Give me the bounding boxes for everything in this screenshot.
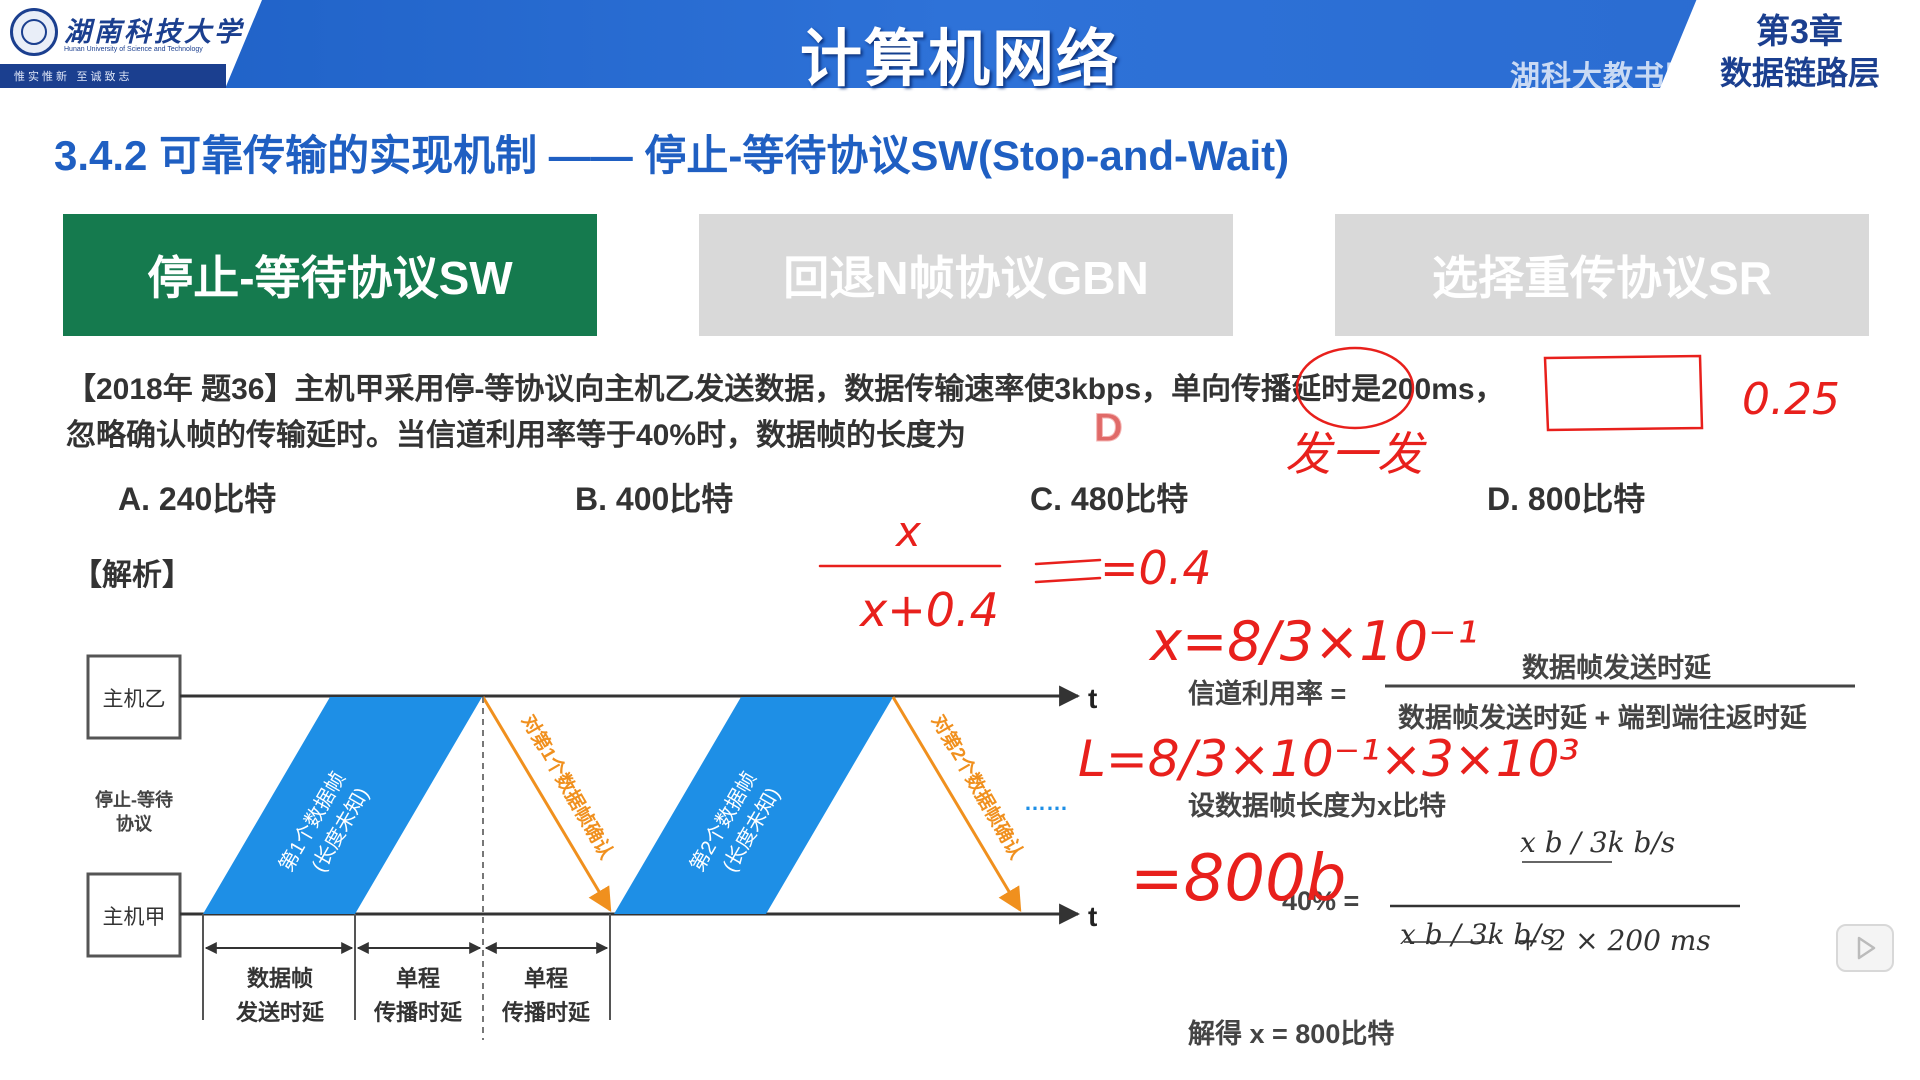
t-label-bottom: t (1088, 901, 1097, 932)
host-b-label: 主机乙 (103, 688, 166, 711)
utilization-denominator: 数据帧发送时延 + 端到端往返时延 (1398, 703, 1807, 733)
dim3-label-line1: 单程 (524, 966, 568, 991)
header-bar (0, 0, 1920, 88)
dim1-label-line2: 发送时延 (235, 1000, 325, 1025)
assume-x-text: 设数据帧长度为x比特 (1188, 791, 1447, 821)
chapter-block (1660, 0, 1920, 88)
dim2-label-line1: 单程 (396, 966, 440, 991)
option-c: C. 480比特 (1030, 481, 1189, 517)
continuation-ellipsis: …… (1024, 790, 1068, 815)
ink-eq1-denominator: x+0.4 (858, 583, 999, 637)
university-seal-inner (21, 19, 47, 45)
forty-percent-label: 40% = (1282, 886, 1360, 916)
host-a-label: 主机甲 (103, 906, 166, 929)
ink-eq2: x=8/3×10⁻¹ (1148, 610, 1478, 673)
tab-stop-and-wait[interactable]: 停止-等待协议SW (63, 214, 597, 336)
play-button[interactable] (1836, 924, 1894, 972)
data-frame-2 (614, 697, 893, 914)
section-title: 3.4.2 可靠传输的实现机制 —— 停止-等待协议SW(Stop-and-Wa… (54, 132, 1290, 179)
option-a: A. 240比特 (118, 481, 277, 517)
ink-note-025: 0.25 (1742, 374, 1840, 425)
analysis-label: 【解析】 (72, 559, 192, 592)
denominator-rtt-term: + 2 × 200 ms (1516, 924, 1711, 957)
university-motto: 惟实惟新 至诚致志 (14, 70, 133, 83)
question-line-1: 【2018年 题36】主机甲采用停-等协议向主机乙发送数据，数据传输速率使3kb… (66, 373, 1505, 406)
answer-letter: D (1094, 406, 1124, 451)
play-icon (1857, 936, 1876, 960)
ink-eq3: L=8/3×10⁻¹×3×10³ (1078, 730, 1579, 788)
denominator-fraction: x b / 3k b/s (1400, 918, 1556, 951)
dim3-label-line2: 传播时延 (501, 1000, 591, 1025)
ink-circle-3kbps (1295, 346, 1415, 430)
ink-box-200ms (1543, 354, 1704, 432)
ink-equals-top (1034, 558, 1102, 566)
question-line-2: 忽略确认帧的传输延时。当信道利用率等于40%时，数据帧的长度为 (66, 419, 967, 452)
watermark: 湖科大教书匠 (1510, 61, 1696, 94)
utilization-label: 信道利用率 = (1188, 679, 1347, 709)
host-a-box (86, 872, 182, 958)
dim1-label-line1: 数据帧 (247, 966, 313, 991)
chapter-name: 数据链路层 (1720, 55, 1881, 91)
result-text: 解得 x = 800比特 (1188, 1019, 1395, 1049)
university-name-cn: 湖南科技大学 (64, 17, 244, 48)
ink-eq4: =800b (1130, 842, 1346, 916)
option-b: B. 400比特 (575, 481, 734, 517)
ack-2-arrow (891, 696, 1022, 913)
ink-equals-bottom (1034, 576, 1102, 584)
course-title: 计算机网络 (799, 25, 1120, 94)
tab-go-back-n[interactable]: 回退N帧协议GBN (699, 214, 1233, 336)
ink-note-send: 发一发 (1285, 427, 1427, 481)
chapter-number: 第3章 (1756, 13, 1843, 51)
tab-selective-repeat[interactable]: 选择重传协议SR (1335, 214, 1869, 336)
ink-eq1-rhs: =0.4 (1100, 541, 1212, 595)
option-d: D. 800比特 (1487, 481, 1646, 517)
protocol-label-line1: 停止-等待 (95, 789, 173, 810)
university-seal-icon (10, 8, 58, 56)
logo-motto-strip (0, 64, 226, 88)
dim2-label-line2: 传播时延 (373, 1000, 463, 1025)
utilization-numerator: 数据帧发送时延 (1522, 653, 1711, 683)
numerator-fraction: x b / 3k b/s (1520, 826, 1676, 859)
protocol-label-line2: 协议 (116, 813, 153, 834)
ack-1-arrow (481, 696, 612, 913)
host-b-box (86, 654, 182, 740)
t-label-top: t (1088, 683, 1097, 714)
ink-eq1-numerator: x (894, 507, 922, 556)
university-name-en: Hunan University of Science and Technolo… (64, 46, 203, 53)
data-frame-1 (203, 697, 482, 914)
